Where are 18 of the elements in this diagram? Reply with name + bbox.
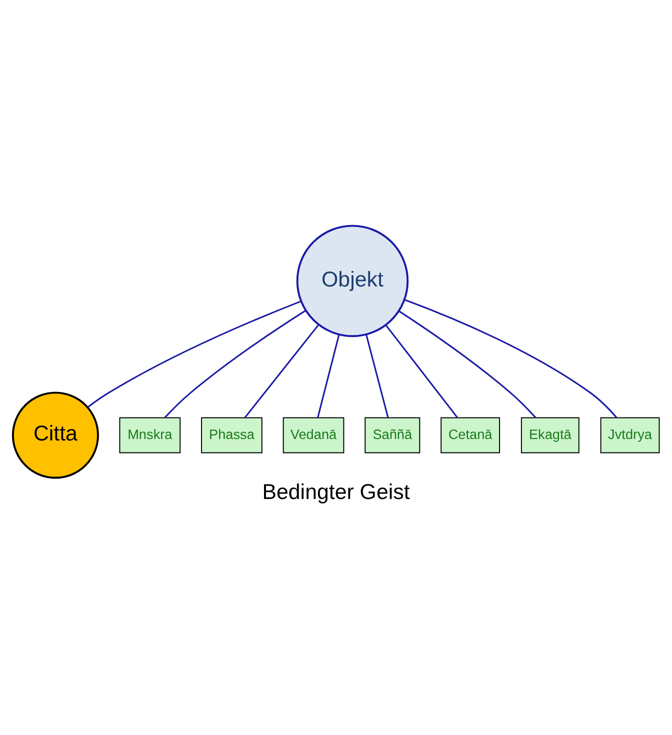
node-circle: Objekt xyxy=(296,224,409,338)
connector xyxy=(365,334,389,418)
node-box: Phassa xyxy=(201,417,262,454)
node-box: Cetanā xyxy=(440,417,500,454)
node-box: Saññā xyxy=(364,417,420,454)
node-box: Vedanā xyxy=(282,417,344,454)
connector xyxy=(398,310,536,418)
node-box: Jvtdrya xyxy=(600,417,660,454)
node-box: Mnskra xyxy=(119,417,181,454)
node-circle: Citta xyxy=(12,392,99,479)
connector xyxy=(244,324,320,418)
connector xyxy=(385,324,458,418)
node-box: Ekagtā xyxy=(520,417,580,454)
connector xyxy=(404,299,618,418)
connector xyxy=(317,334,340,418)
connector xyxy=(87,300,302,408)
connector xyxy=(164,310,306,418)
caption: Bedingter Geist xyxy=(262,480,410,504)
